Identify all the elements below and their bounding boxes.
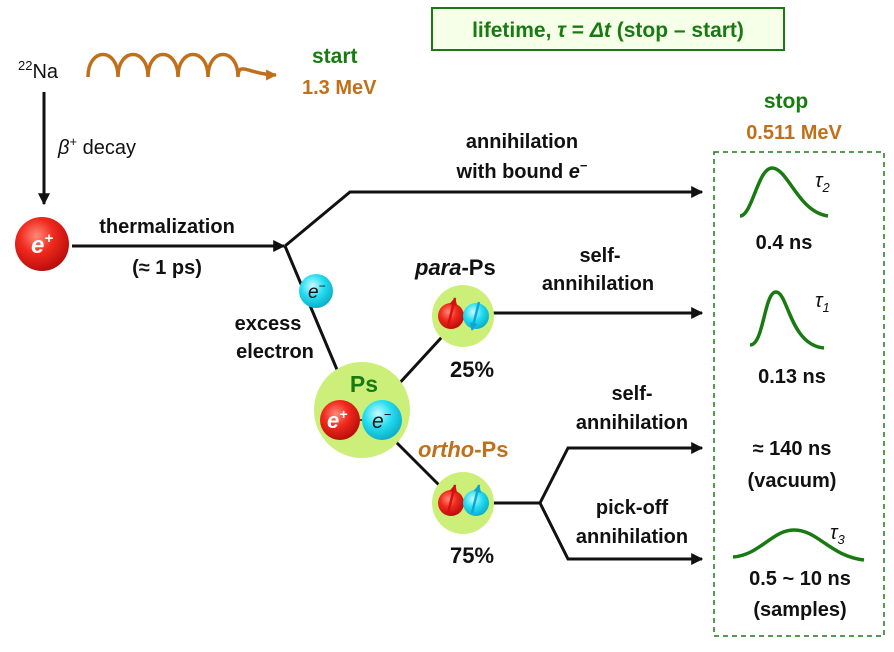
para-process-line1: self- (579, 245, 620, 267)
ps-electron (362, 400, 402, 440)
lifetime-header-text: lifetime, τ = Δt (stop – start) (472, 19, 744, 42)
ps-positron (320, 400, 360, 440)
ortho-percent: 75% (450, 543, 494, 568)
electron-ball (299, 274, 333, 308)
start-label: start (312, 45, 358, 68)
lifetime-header-box (431, 7, 785, 51)
ortho-self-line1: self- (611, 383, 652, 405)
ps-electron-symbol: e− (372, 407, 392, 433)
tau3-broad-curve (732, 528, 865, 562)
bound-annihilation-line1: annihilation (466, 131, 578, 153)
ortho-ps-label: ortho-Ps (418, 437, 508, 462)
pickoff-line2: annihilation (576, 526, 688, 548)
stop-label: stop (764, 90, 808, 113)
positron-ball (15, 217, 69, 271)
tau3-note: (samples) (753, 599, 846, 621)
thermalization-time: (≈ 1 ps) (132, 257, 202, 279)
excess-electron-line1: excess (235, 313, 302, 335)
para-ps-label: para-Ps (414, 255, 496, 280)
ortho-ps-electron (463, 490, 489, 516)
tau3-time: 0.5 ~ 10 ns (749, 568, 851, 590)
ps-positron-symbol: e+ (327, 406, 347, 433)
start-energy: 1.3 MeV (302, 77, 377, 99)
tau1-peak-curve (749, 290, 825, 350)
bound-annihilation-arrow (284, 186, 704, 248)
para-positron-spin-up (446, 297, 458, 327)
excess-electron-line (283, 245, 340, 373)
para-process-line2: annihilation (542, 273, 654, 295)
tau2-symbol: τ2 (815, 170, 830, 195)
ps-atom-label: Ps (350, 371, 378, 397)
ortho-self-annihilation-arrow (538, 442, 704, 504)
pickoff-annihilation-arrow (538, 502, 704, 565)
tau2-peak-curve (739, 166, 829, 218)
positron-symbol: e+ (31, 230, 53, 259)
excess-electron-line2: electron (236, 341, 314, 363)
para-electron-spin-down (469, 301, 481, 331)
pickoff-line1: pick-off (596, 497, 669, 519)
sodium-source-label: 22Na (18, 58, 59, 83)
tau2-time: 0.4 ns (756, 232, 813, 254)
electron-symbol: e− (308, 279, 326, 303)
vacuum-time: ≈ 140 ns (753, 438, 832, 460)
vacuum-note: (vacuum) (748, 470, 837, 492)
lifetime-header: lifetime, τ = Δt (stop – start) (431, 7, 785, 51)
stop-results-box (713, 151, 885, 637)
para-percent: 25% (450, 357, 494, 382)
beta-decay-label: β+ decay (57, 134, 136, 159)
ortho-positron-spin-up (446, 484, 458, 514)
ortho-self-line2: annihilation (576, 412, 688, 434)
stop-energy: 0.511 MeV (746, 122, 842, 144)
tau1-symbol: τ1 (815, 290, 830, 315)
tau1-time: 0.13 ns (758, 366, 826, 388)
tau3-symbol: τ3 (830, 522, 845, 547)
ortho-electron-spin-up (470, 484, 482, 514)
start-gamma-wave (86, 52, 278, 81)
bound-annihilation-line2: with bound e− (456, 158, 588, 183)
thermalization-label: thermalization (99, 216, 235, 238)
